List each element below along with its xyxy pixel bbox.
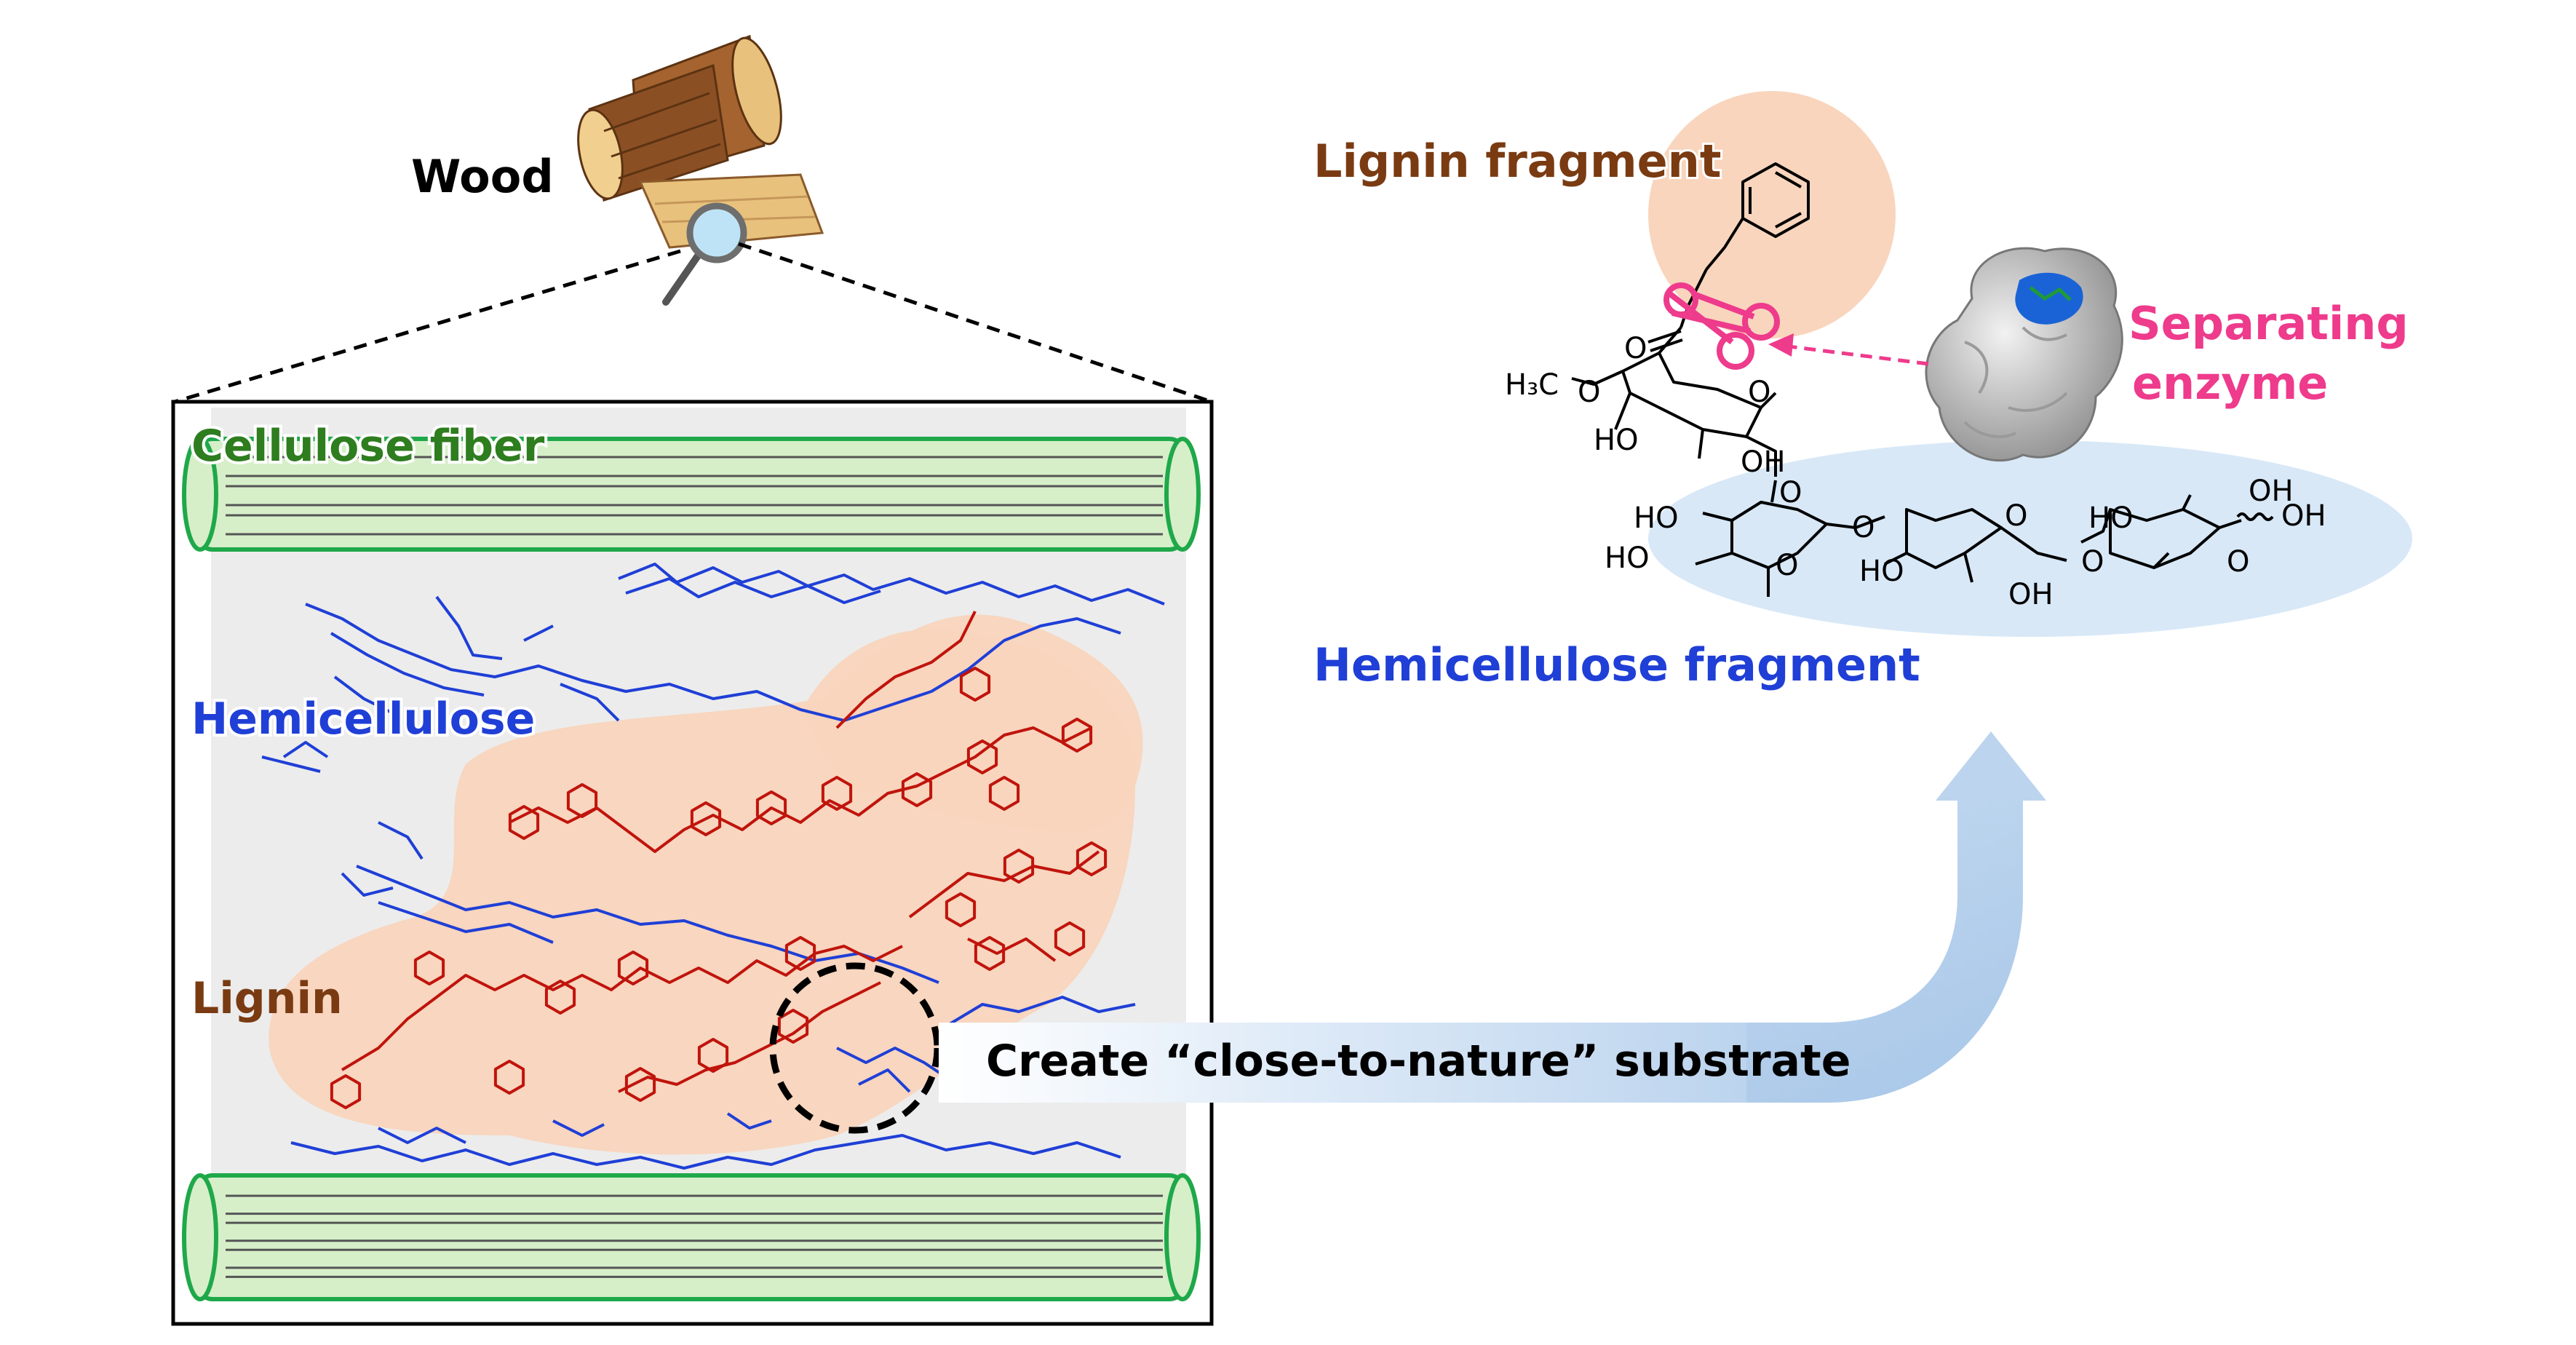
chem-link-o-1: O <box>1779 476 1802 509</box>
chem-oh-2: OH <box>2008 578 2054 611</box>
hemicellulose-label: Hemicellulose <box>191 694 535 745</box>
lignin-ring <box>544 980 576 1015</box>
hemicellulose-chains <box>261 563 1165 1170</box>
zoom-circle <box>769 962 941 1134</box>
cellulose-fiber-bottom <box>182 1173 1201 1301</box>
scissors-icon <box>1663 282 1780 370</box>
lignin-ring <box>413 951 445 985</box>
lignin-ring <box>330 1074 362 1109</box>
wood-logs-icon <box>577 34 824 249</box>
zoom-line-left <box>174 249 681 404</box>
lignin-ring <box>697 1038 729 1073</box>
magnifier-icon <box>662 202 747 306</box>
cellulose-fiber-label: Cellulose fiber <box>191 421 545 472</box>
lignin-ring <box>777 1009 809 1044</box>
chem-methoxy-o: O <box>1578 376 1600 409</box>
chem-carbonyl-o: O <box>1624 332 1647 365</box>
create-substrate-label: Create “close-to-nature” substrate <box>986 1036 1850 1087</box>
lignin-ring <box>974 936 1006 971</box>
chem-oh-4: OH <box>2281 499 2326 533</box>
lignin-region-upper <box>800 629 1136 831</box>
chem-ring-o-2: O <box>1776 549 1798 582</box>
hemicellulose-fragment-region <box>1648 440 2412 637</box>
chem-ring-o-4: O <box>2227 545 2249 579</box>
wavy-bond <box>2236 512 2274 521</box>
lignin-ring <box>901 772 933 807</box>
lignin-label: Lignin <box>191 973 343 1024</box>
chem-ho-5: HO <box>2088 501 2134 535</box>
chem-link-o-2: O <box>1852 511 1875 544</box>
lignin-ring <box>784 936 816 971</box>
chem-link-o-3: O <box>2081 545 2104 579</box>
enzyme-arrowhead <box>1768 333 1794 357</box>
lignin-ring <box>493 1060 525 1095</box>
chem-ho-4: HO <box>1859 555 1904 588</box>
chem-ho-3: HO <box>1605 541 1650 575</box>
cellulose-strands-bottom <box>226 1194 1163 1278</box>
lignin-ring <box>1054 921 1086 956</box>
lignin-ring <box>1003 849 1035 884</box>
chem-ring-o-3: O <box>2005 499 2027 533</box>
lignin-fragment-region <box>1648 91 1896 338</box>
protein-structure-icon <box>1925 247 2123 462</box>
chemical-structure <box>1571 162 2242 597</box>
lignin-ring <box>821 776 853 811</box>
lignin-fragment-label: Lignin fragment <box>1313 135 1721 188</box>
lignin-ring <box>617 951 649 985</box>
hemicellulose-fragment-label: Hemicellulose fragment <box>1313 638 1920 691</box>
lignin-ring <box>508 805 540 840</box>
chem-oh-3: OH <box>2249 475 2294 508</box>
wood-label: Wood <box>411 150 554 203</box>
chem-ho-1: HO <box>1594 424 1639 457</box>
curved-arrow-shape <box>939 731 2046 1103</box>
enzyme-arrow <box>1782 344 1929 366</box>
zoom-line-right <box>738 242 1212 404</box>
lignin-ring <box>988 776 1020 811</box>
chem-oh-1: OH <box>1741 445 1786 479</box>
lignin-ring <box>690 801 722 836</box>
cellulose-fiber-top <box>182 437 1201 552</box>
lignin-ring <box>1076 841 1108 876</box>
chem-ring-o: O <box>1748 376 1770 409</box>
lignin-ring <box>959 667 991 702</box>
lignin-ring <box>624 1067 656 1102</box>
lignin-ring <box>966 739 998 774</box>
chem-ho-2: HO <box>1634 501 1679 535</box>
separating-enzyme-label-2: enzyme <box>2132 357 2328 410</box>
chem-h3c: H₃C <box>1505 368 1559 402</box>
zoom-box-frame <box>171 400 1214 1326</box>
cellulose-strands-top <box>226 456 1163 536</box>
lignin-ring <box>945 892 977 927</box>
lignin-chains <box>330 611 1108 1109</box>
separating-enzyme-label-1: Separating <box>2128 297 2409 350</box>
lignin-ring <box>755 790 787 825</box>
